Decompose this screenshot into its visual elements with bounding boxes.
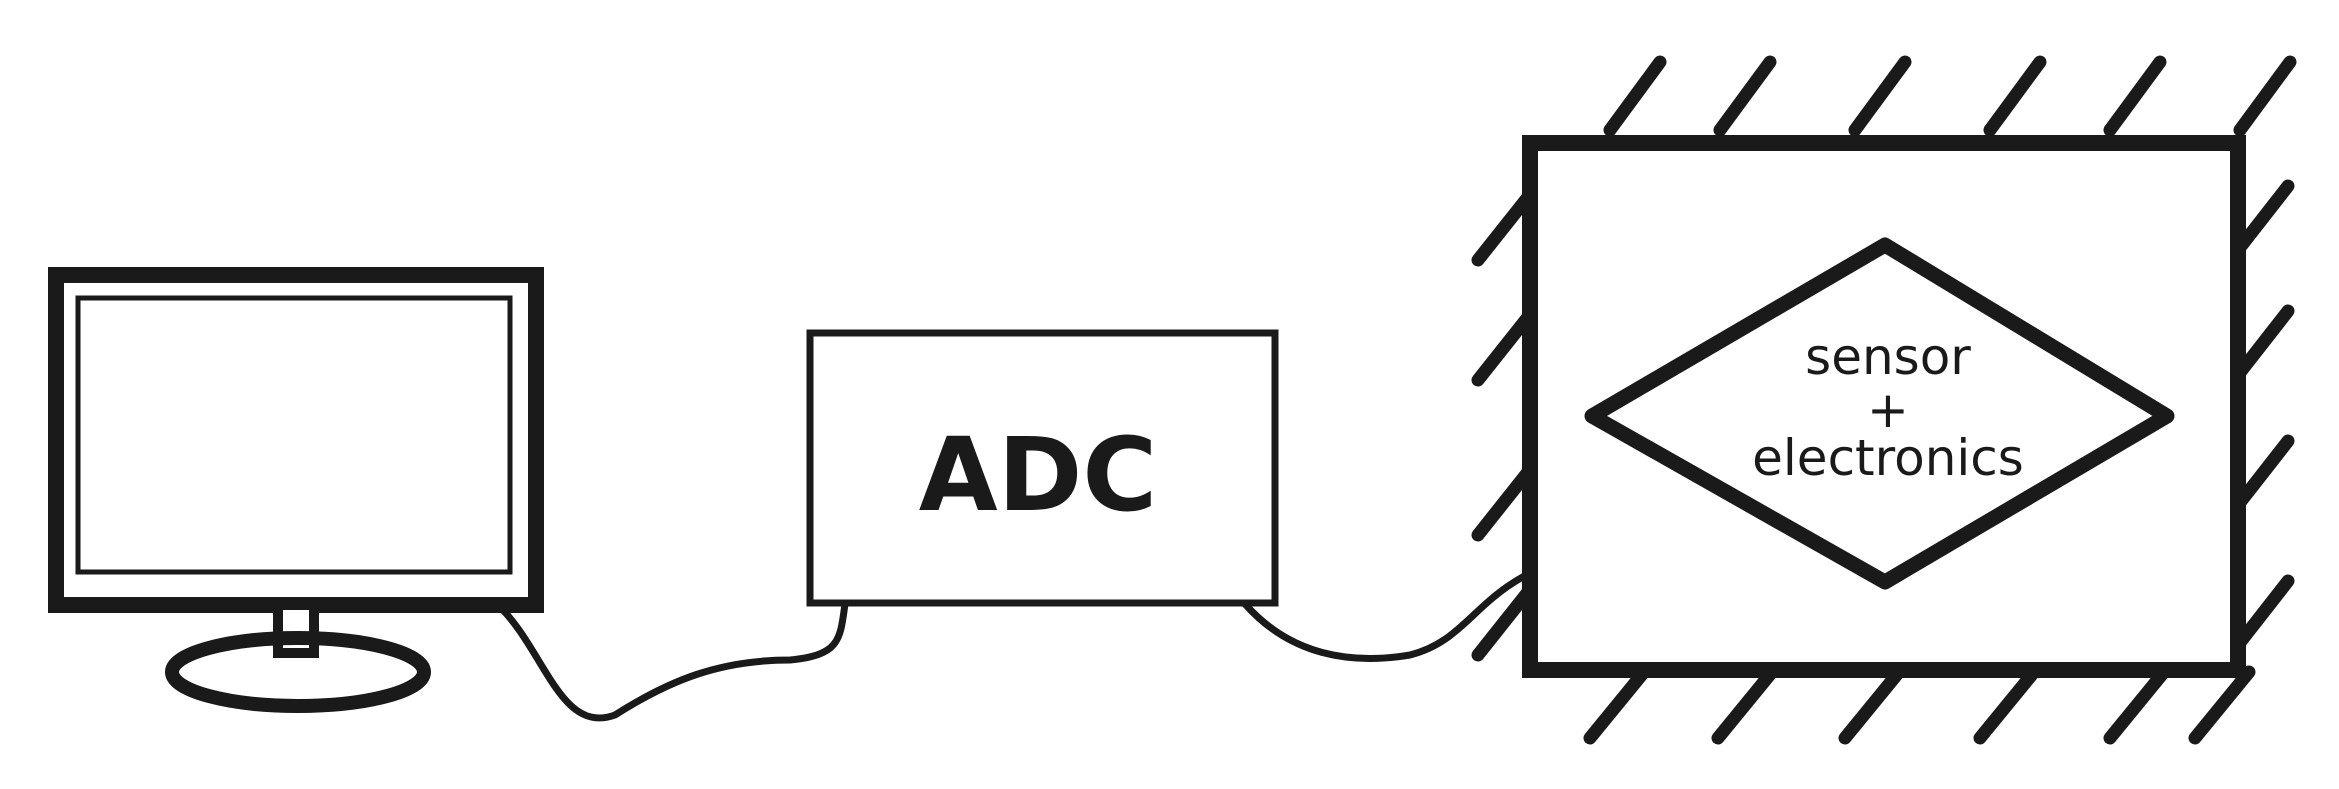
sensor-diamond	[1584, 237, 2175, 590]
adc-box: ADC	[806, 329, 1279, 607]
monitor-screen	[75, 295, 513, 575]
hatch-mark	[2231, 304, 2295, 382]
hatch-mark	[1838, 665, 1906, 745]
hatch-mark	[2231, 179, 2295, 257]
computer-monitor	[48, 267, 544, 713]
hatch-mark	[1603, 55, 1667, 137]
cable-computer-to-adc	[494, 600, 849, 722]
hatch-mark	[2188, 665, 2256, 745]
monitor-stand-base	[165, 631, 431, 713]
sensor-electronics: sensor + electronics	[1584, 237, 2175, 590]
hatch-mark	[1711, 665, 1779, 745]
enclosure-hatch-marks	[1471, 55, 2297, 745]
hatch-mark	[2233, 55, 2297, 137]
hatch-mark	[1848, 55, 1912, 137]
adc-frame	[806, 329, 1279, 607]
sensor-label-line2: +	[1867, 381, 1909, 439]
sensor-label-line3: electronics	[1752, 429, 2024, 487]
hatch-mark	[2231, 434, 2295, 512]
hatch-mark	[2103, 55, 2167, 137]
monitor-bezel	[48, 267, 544, 613]
hatch-mark	[1973, 665, 2041, 745]
sensor-label-line1: sensor	[1805, 328, 1971, 386]
hatch-mark	[1583, 665, 1651, 745]
hatch-mark	[2103, 665, 2171, 745]
adc-label: ADC	[919, 416, 1157, 535]
hatch-mark	[1983, 55, 2047, 137]
monitor-stand-neck	[273, 600, 319, 658]
hatch-mark	[1713, 55, 1777, 137]
hatch-mark	[2231, 574, 2295, 652]
